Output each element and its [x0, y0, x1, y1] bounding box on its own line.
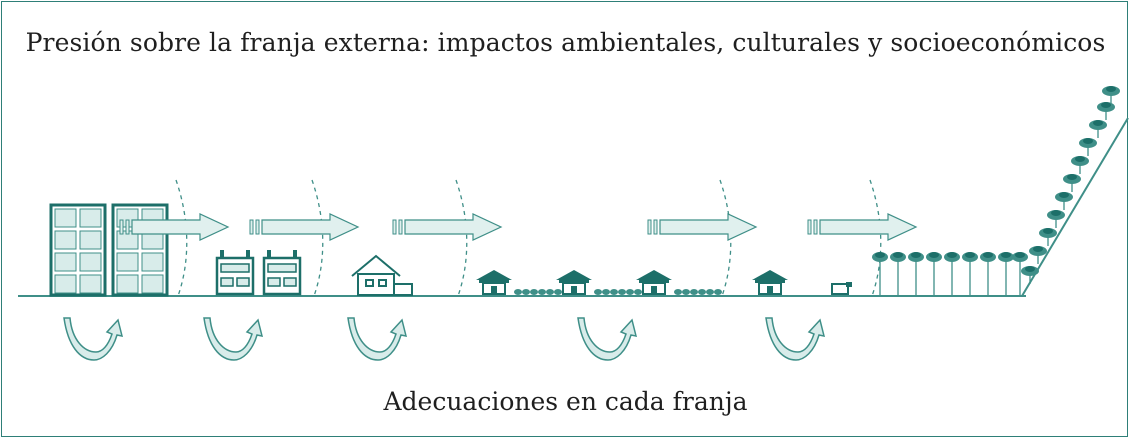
hut-icon — [555, 269, 593, 295]
pressure-arrow-4 — [647, 213, 757, 241]
tree-icon — [1028, 245, 1048, 265]
adaptation-arrow-icon — [63, 317, 123, 361]
house-icon — [351, 254, 413, 296]
adaptation-arrow-icon — [577, 317, 637, 361]
tree-icon — [943, 251, 961, 296]
tree-icon — [1020, 265, 1040, 285]
pressure-arrows — [119, 213, 917, 241]
tree-icon — [1054, 191, 1074, 211]
adaptation-arrows — [63, 317, 825, 361]
hedge-icon — [674, 289, 722, 295]
tree-icon — [1078, 137, 1098, 157]
building-icon — [49, 203, 107, 297]
tree-icon — [1101, 85, 1121, 105]
zone-boundaries — [175, 179, 882, 297]
rural-settlement — [475, 269, 789, 295]
diagram-caption: Adecuaciones en cada franja — [383, 387, 748, 416]
hedge-icon — [514, 289, 562, 295]
tree-icon — [1088, 119, 1108, 139]
tree-icon — [1070, 155, 1090, 175]
pressure-arrow-5 — [807, 213, 917, 241]
townhouse-icon — [262, 250, 302, 296]
cabin-icon — [831, 282, 852, 295]
diagram-title: Presión sobre la franja externa: impacto… — [25, 28, 1106, 57]
tree-icon — [1096, 101, 1116, 121]
building-icon — [111, 203, 169, 297]
hut-icon — [751, 269, 789, 295]
tree-icon — [889, 251, 907, 296]
tree-icon — [907, 251, 925, 296]
hedge-icon — [594, 289, 642, 295]
hut-icon — [635, 269, 673, 295]
hut-icon — [475, 269, 513, 295]
pressure-arrow-2 — [249, 213, 359, 241]
tree-icon — [961, 251, 979, 296]
pressure-arrow-3 — [392, 213, 502, 241]
tree-icon — [1062, 173, 1082, 193]
adaptation-arrow-icon — [203, 317, 263, 361]
tree-icon — [997, 251, 1015, 296]
tree-icon — [925, 251, 943, 296]
tree-icon — [979, 251, 997, 296]
adaptation-arrow-icon — [347, 317, 407, 361]
tree-icon — [1046, 209, 1066, 229]
tree-icon — [871, 251, 889, 296]
forest — [871, 251, 1029, 296]
slope-line — [1021, 117, 1129, 297]
townhouse-icon — [215, 250, 255, 296]
slope-forest — [1020, 85, 1121, 285]
adaptation-arrow-icon — [765, 317, 825, 361]
